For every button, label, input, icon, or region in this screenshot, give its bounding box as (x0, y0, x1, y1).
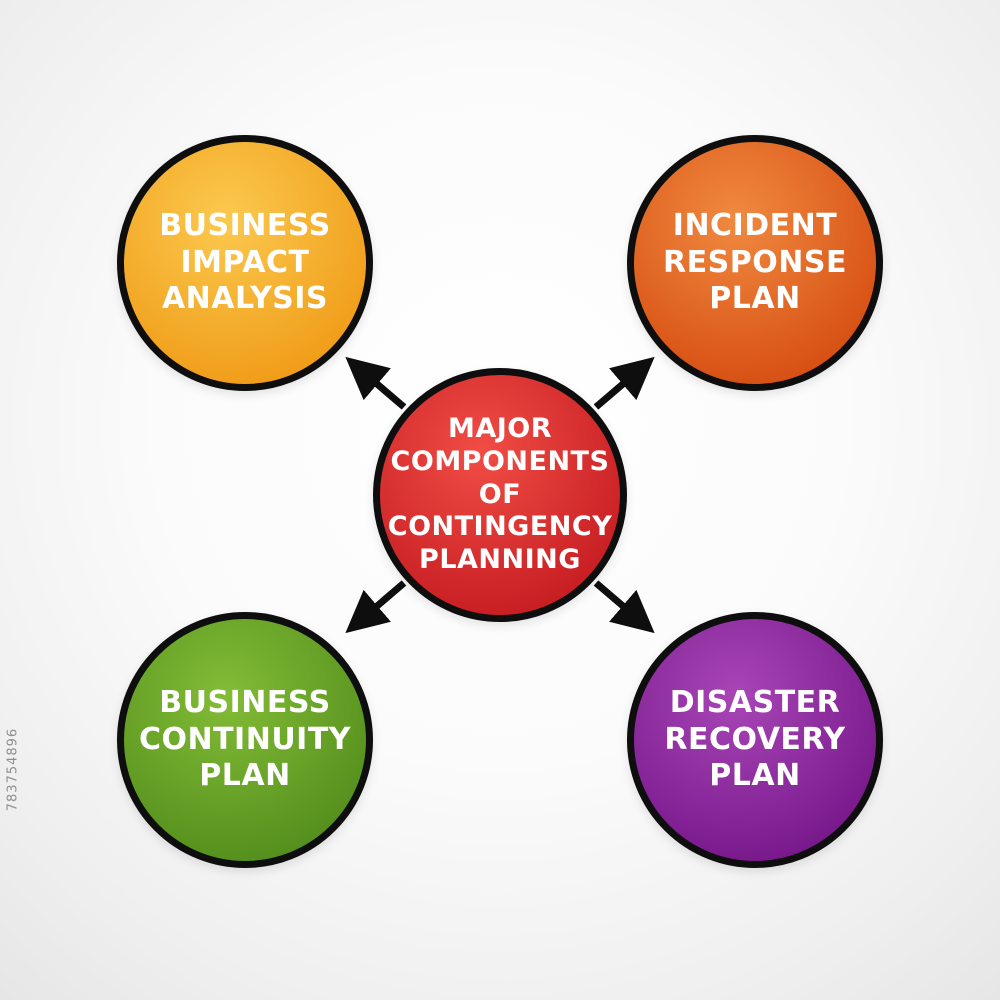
node-label-line: CONTINGENCY (387, 511, 613, 543)
node-label-line: PLANNING (419, 544, 581, 576)
node-label-line: DISASTER (669, 685, 841, 721)
node-incident-response-plan: INCIDENT RESPONSE PLAN (627, 135, 883, 391)
arrow-to-disaster-recovery (593, 580, 655, 634)
node-label: BUSINESS CONTINUITY PLAN (139, 685, 351, 795)
node-label-line: RESPONSE (663, 244, 847, 280)
node-label-line: PLAN (709, 281, 801, 317)
arrow-to-business-continuity (345, 580, 407, 634)
node-label: BUSINESS IMPACT ANALYSIS (159, 208, 330, 318)
node-business-continuity-plan: BUSINESS CONTINUITY PLAN (117, 612, 373, 868)
arrow-to-business-impact (345, 356, 407, 410)
node-label-line: BUSINESS (159, 685, 331, 721)
node-label-line: IMPACT (180, 244, 310, 280)
node-disaster-recovery-plan: DISASTER RECOVERY PLAN (627, 612, 883, 868)
node-label-line: RECOVERY (664, 721, 846, 757)
node-major-components-of-contingency-planning: MAJOR COMPONENTS OF CONTINGENCY PLANNING (373, 368, 627, 622)
node-label-line: COMPONENTS (390, 445, 610, 477)
node-label-line: INCIDENT (672, 208, 838, 244)
node-label: DISASTER RECOVERY PLAN (664, 685, 845, 795)
node-label: INCIDENT RESPONSE PLAN (663, 208, 847, 318)
node-business-impact-analysis: BUSINESS IMPACT ANALYSIS (117, 135, 373, 391)
node-label-line: PLAN (199, 758, 291, 794)
node-label: MAJOR COMPONENTS OF CONTINGENCY PLANNING (388, 413, 613, 578)
node-label-line: ANALYSIS (161, 281, 329, 317)
arrow-to-incident-response (593, 356, 655, 410)
node-label-line: PLAN (709, 758, 801, 794)
node-label-line: CONTINUITY (138, 721, 352, 757)
node-label-line: BUSINESS (159, 208, 331, 244)
node-label-line: MAJOR (447, 412, 553, 444)
stock-id-watermark: 783754896 (5, 727, 21, 812)
node-label-line: OF (478, 478, 522, 510)
